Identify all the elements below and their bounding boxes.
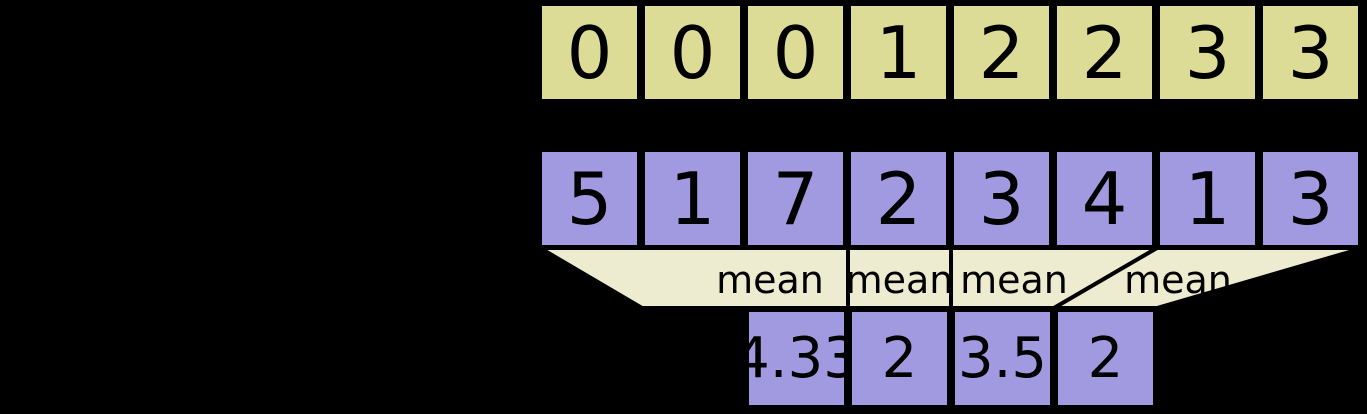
segment-id-cell-3: 1 bbox=[847, 2, 950, 103]
segment-id-value: 0 bbox=[772, 10, 819, 95]
data-value: 2 bbox=[875, 156, 922, 241]
result-value: 4.33 bbox=[734, 325, 859, 391]
data-cell-7: 3 bbox=[1259, 148, 1362, 249]
funnel-shape-1 bbox=[532, 246, 850, 310]
data-value: 5 bbox=[566, 156, 613, 241]
segment-id-cell-7: 3 bbox=[1259, 2, 1362, 103]
result-value: 3.5 bbox=[957, 325, 1048, 391]
segment-id-value: 2 bbox=[978, 10, 1025, 95]
segment-id-value: 2 bbox=[1081, 10, 1128, 95]
result-cell-1: 2 bbox=[848, 308, 951, 409]
result-value: 2 bbox=[1087, 325, 1124, 391]
data-cell-5: 4 bbox=[1053, 148, 1156, 249]
data-cell-3: 2 bbox=[847, 148, 950, 249]
result-cell-2: 3.5 bbox=[951, 308, 1054, 409]
segment-id-cell-2: 0 bbox=[744, 2, 847, 103]
data-value: 3 bbox=[1287, 156, 1334, 241]
data-value: 4 bbox=[1081, 156, 1128, 241]
data-cell-0: 5 bbox=[538, 148, 641, 249]
data-cell-2: 7 bbox=[744, 148, 847, 249]
segment-id-value: 0 bbox=[669, 10, 716, 95]
segment-id-value: 1 bbox=[875, 10, 922, 95]
data-cell-4: 3 bbox=[950, 148, 1053, 249]
data-cell-6: 1 bbox=[1156, 148, 1259, 249]
data-value: 1 bbox=[1184, 156, 1231, 241]
data-value: 7 bbox=[772, 156, 819, 241]
funnel-shape-2 bbox=[846, 246, 953, 310]
result-value: 2 bbox=[881, 325, 918, 391]
segment-id-cell-5: 2 bbox=[1053, 2, 1156, 103]
data-value: 3 bbox=[978, 156, 1025, 241]
data-cell-1: 1 bbox=[641, 148, 744, 249]
segment-id-cell-6: 3 bbox=[1156, 2, 1259, 103]
segment-id-value: 3 bbox=[1184, 10, 1231, 95]
segment-id-cell-1: 0 bbox=[641, 2, 744, 103]
segment-id-value: 3 bbox=[1287, 10, 1334, 95]
result-cell-0: 4.33 bbox=[734, 308, 859, 409]
segment-id-cell-0: 0 bbox=[538, 2, 641, 103]
result-cell-3: 2 bbox=[1054, 308, 1157, 409]
segment-id-cell-4: 2 bbox=[950, 2, 1053, 103]
segment-id-value: 0 bbox=[566, 10, 613, 95]
data-value: 1 bbox=[669, 156, 716, 241]
